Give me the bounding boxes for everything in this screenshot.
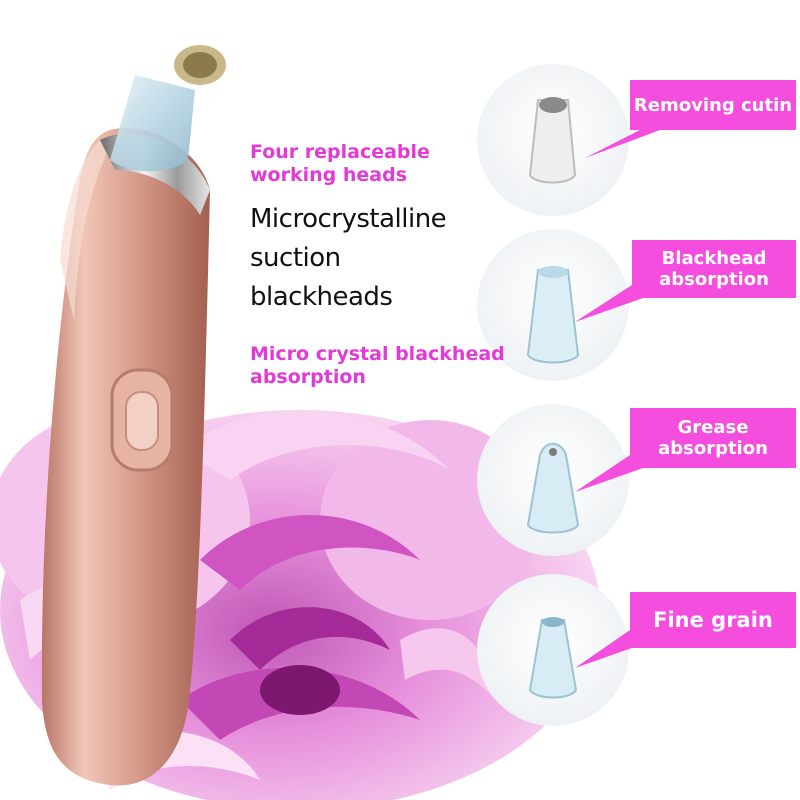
head-label-text: Removing cutin [633, 94, 793, 116]
head-label-text: absorption [658, 438, 768, 459]
main-text-line-1: Microcrystalline [250, 204, 447, 234]
head-label-blackhead-absorption: Blackhead absorption [632, 240, 796, 298]
subline-line-2: absorption [250, 366, 366, 388]
head-1-illustration [477, 64, 629, 216]
head-3-illustration [477, 404, 629, 556]
subline-line-1: Micro crystal blackhead [250, 343, 505, 365]
headline: Four replaceable working heads [250, 141, 430, 187]
callout-pointer-1 [585, 130, 660, 158]
head-label-removing-cutin: Removing cutin [630, 80, 796, 130]
head-2-illustration [477, 229, 629, 381]
head-label-text: absorption [659, 269, 769, 290]
headline-line-2: working heads [250, 164, 408, 186]
main-text-line-3: blackheads [250, 282, 393, 312]
headline-line-1: Four replaceable [250, 141, 430, 163]
main-text: Microcrystalline suction blackheads [250, 200, 447, 317]
head-label-text: Grease [677, 417, 749, 438]
blackhead-remover-device [41, 45, 226, 786]
head-4-illustration [477, 574, 629, 726]
main-text-line-2: suction [250, 243, 341, 273]
head-label-grease-absorption: Grease absorption [630, 408, 796, 468]
subline: Micro crystal blackhead absorption [250, 343, 505, 389]
head-label-fine-grain: Fine grain [630, 592, 796, 648]
head-label-text: Blackhead [661, 248, 767, 269]
head-label-text: Fine grain [653, 607, 773, 632]
